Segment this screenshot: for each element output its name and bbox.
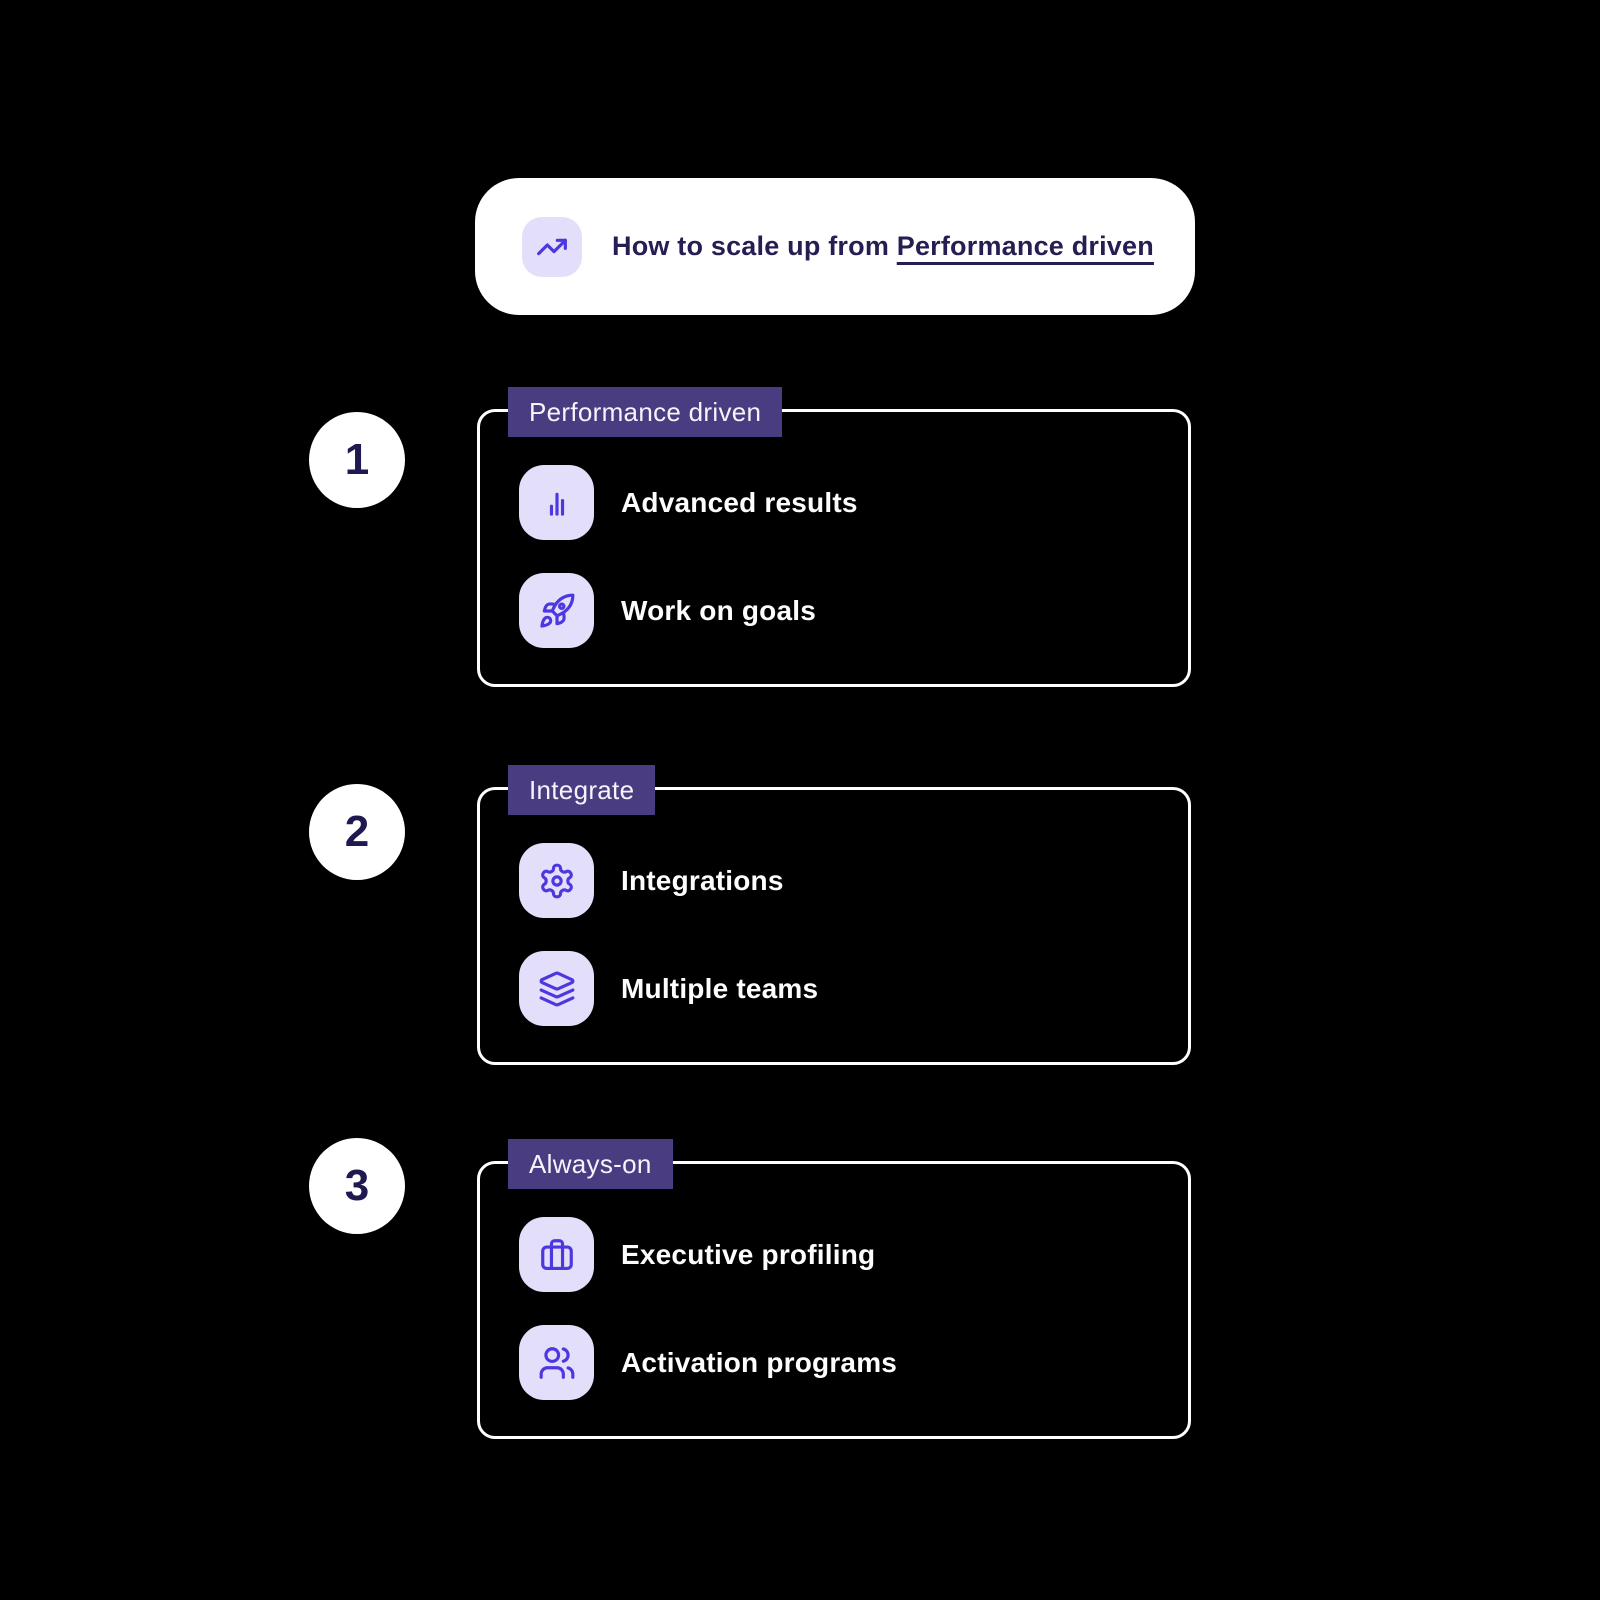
list-item: Multiple teams bbox=[519, 951, 818, 1026]
list-item: Activation programs bbox=[519, 1325, 897, 1400]
section-tab-integrate: Integrate bbox=[508, 765, 656, 815]
step-number-2: 2 bbox=[309, 784, 405, 880]
section-box-always-on: Always-on Executive profiling Activation… bbox=[477, 1139, 1191, 1439]
trending-up-icon bbox=[522, 216, 582, 277]
section-tab-always-on: Always-on bbox=[508, 1139, 673, 1189]
list-item: Integrations bbox=[519, 843, 784, 918]
step-number-1: 1 bbox=[309, 412, 405, 508]
bar-chart-icon bbox=[519, 465, 594, 540]
briefcase-icon bbox=[519, 1217, 594, 1292]
rocket-icon bbox=[519, 573, 594, 648]
list-item: Advanced results bbox=[519, 465, 858, 540]
header-title-prefix: How to scale up from bbox=[612, 231, 897, 261]
section-tab-performance-driven: Performance driven bbox=[508, 387, 783, 437]
layers-icon bbox=[519, 951, 594, 1026]
section-box-performance-driven: Performance driven Advanced results Work… bbox=[477, 387, 1191, 687]
step-number-3: 3 bbox=[309, 1138, 405, 1234]
item-label: Integrations bbox=[621, 864, 784, 896]
users-icon bbox=[519, 1325, 594, 1400]
item-label: Executive profiling bbox=[621, 1238, 876, 1270]
list-item: Executive profiling bbox=[519, 1217, 875, 1292]
header-card: How to scale up from Performance driven bbox=[475, 178, 1195, 315]
list-item: Work on goals bbox=[519, 573, 816, 648]
item-label: Activation programs bbox=[621, 1346, 898, 1378]
item-label: Multiple teams bbox=[621, 972, 819, 1004]
gear-icon bbox=[519, 843, 594, 918]
item-label: Advanced results bbox=[621, 486, 858, 518]
item-label: Work on goals bbox=[621, 594, 816, 626]
header-title-link[interactable]: Performance driven bbox=[896, 231, 1154, 261]
section-box-integrate: Integrate Integrations Multiple teams bbox=[477, 765, 1191, 1065]
header-title: How to scale up from Performance driven bbox=[612, 231, 1154, 262]
